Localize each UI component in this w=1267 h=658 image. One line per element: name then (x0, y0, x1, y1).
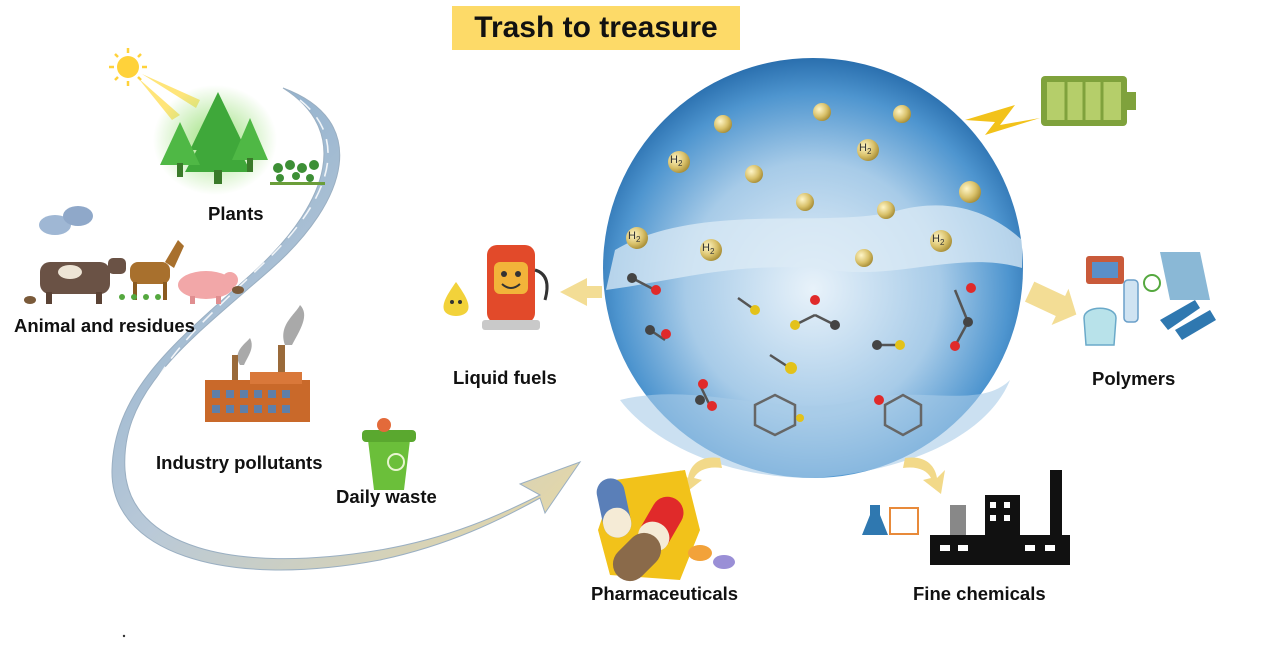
h2-label: H2 (702, 242, 715, 257)
pills-icon (596, 470, 735, 582)
arrow-to-pharmaceuticals (680, 457, 722, 494)
arrow-to-polymers (1024, 281, 1077, 326)
fuel-pump-icon (482, 245, 549, 330)
cow-icon (40, 258, 126, 304)
label-polymers: Polymers (1092, 368, 1176, 389)
label-plants: Plants (208, 203, 264, 224)
label-pharmaceuticals: Pharmaceuticals (591, 583, 739, 604)
recycling-bin-icon (362, 418, 416, 490)
source-swoosh-arrow (111, 87, 582, 571)
page-title: Trash to treasure (474, 11, 718, 44)
molecules (627, 273, 976, 437)
h2-label: H2 (932, 233, 945, 248)
pig-icon (178, 271, 238, 304)
label-industry: Industry pollutants (156, 452, 323, 473)
battery-icon (1041, 76, 1136, 126)
sprouts-icon (119, 294, 161, 300)
h2-label: H2 (628, 230, 641, 245)
stray-dot (122, 634, 126, 638)
fuel-drop-icon (443, 282, 469, 316)
polymer-products-icon (1083, 252, 1216, 346)
water-sphere (603, 58, 1023, 478)
horse-icon (130, 240, 184, 300)
lightning-icon (965, 105, 1040, 135)
label-fine-chemicals: Fine chemicals (913, 583, 1046, 604)
gold-particles (714, 103, 981, 267)
title-banner: Trash to treasure (452, 6, 740, 50)
label-animals: Animal and residues (14, 315, 195, 336)
manure-icon (24, 286, 244, 304)
h2-bubbles (626, 139, 952, 261)
chemical-plant-icon (862, 470, 1070, 565)
arrow-to-liquid-fuels (560, 278, 602, 306)
smoke-icon (237, 305, 305, 365)
clouds-icon (39, 206, 93, 235)
arrow-to-fine-chemicals (903, 457, 945, 494)
trees-icon (153, 85, 325, 195)
h2-label: H2 (670, 154, 683, 169)
label-liquid-fuels: Liquid fuels (453, 367, 557, 388)
label-daily-waste: Daily waste (336, 486, 437, 507)
h2-label: H2 (859, 142, 872, 157)
factory-icon (205, 345, 310, 422)
